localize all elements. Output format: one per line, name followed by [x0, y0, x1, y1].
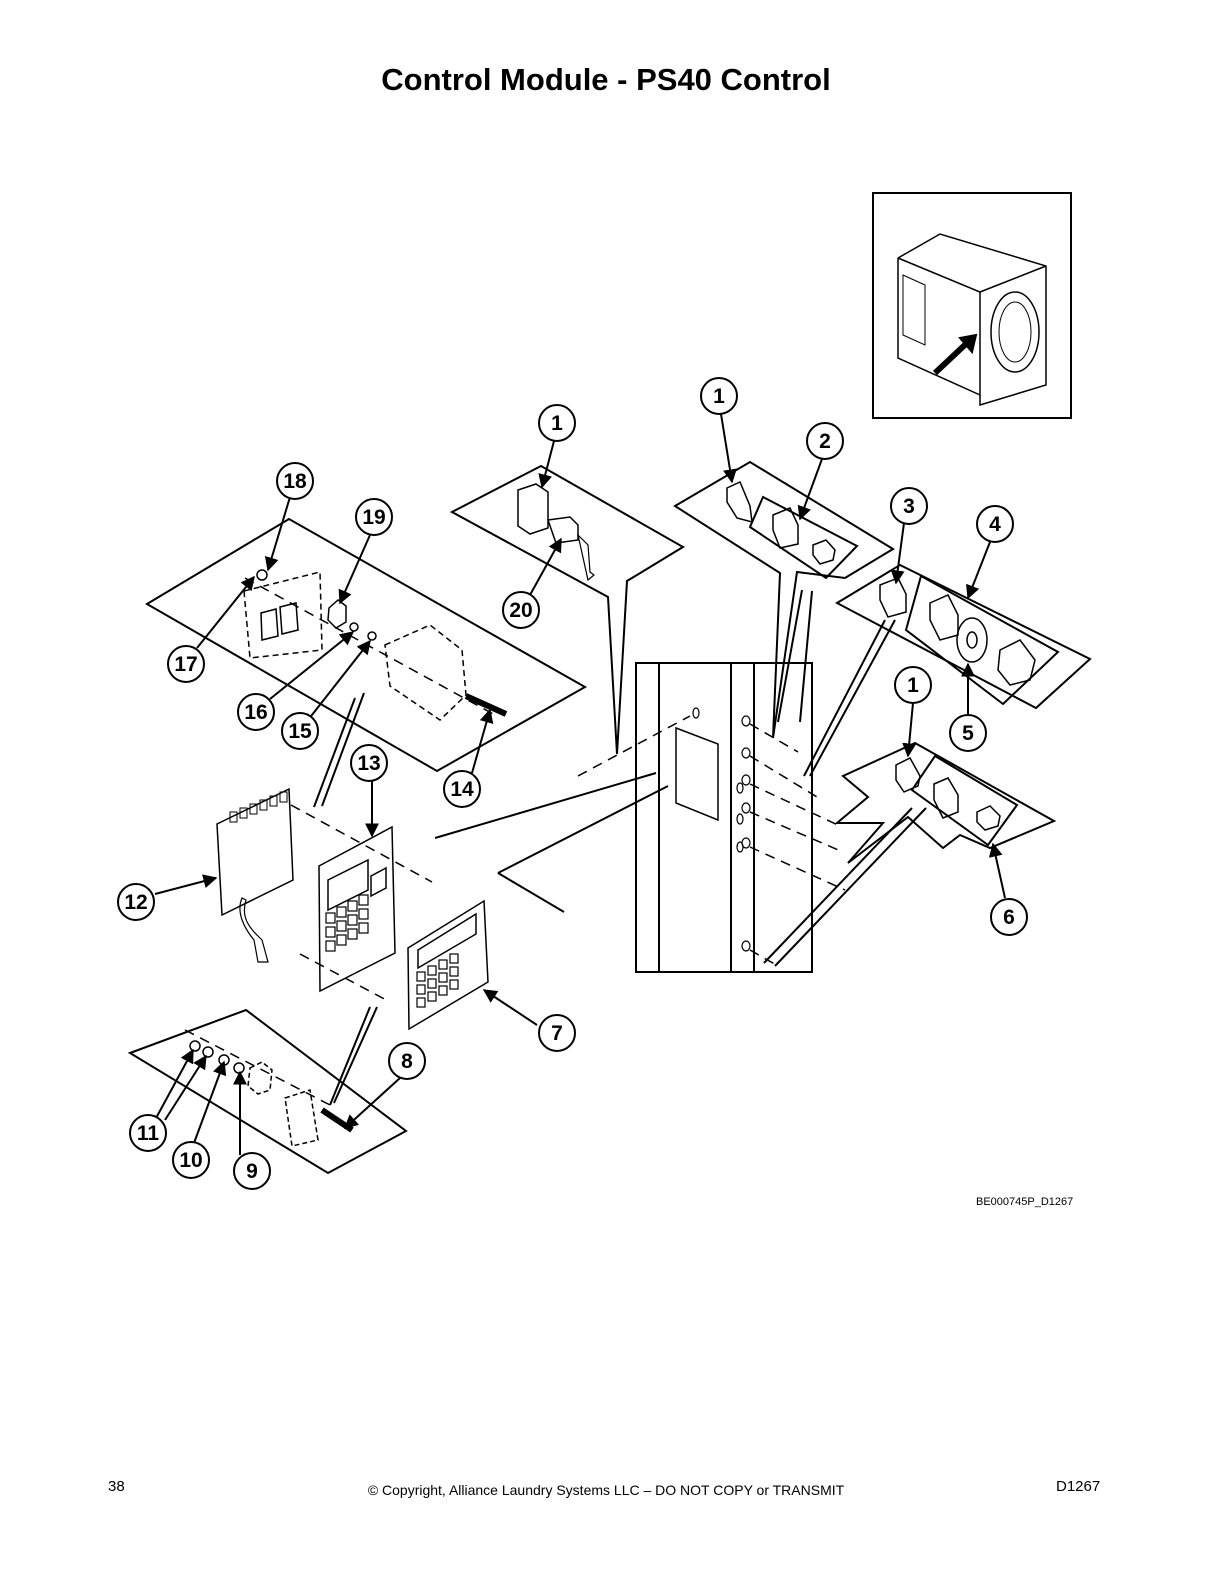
callout-19: 19	[355, 498, 393, 536]
contact-block-part	[726, 480, 859, 580]
svg-text:20: 20	[509, 599, 532, 622]
machine-inset	[872, 192, 1072, 419]
callout-12: 12	[117, 883, 155, 921]
page-title: Control Module - PS40 Control	[381, 62, 831, 97]
callout-3: 3	[890, 487, 928, 525]
copyright-notice: © Copyright, Alliance Laundry Systems LL…	[367, 1482, 845, 1498]
control-panel-frame	[635, 662, 813, 973]
callout-6: 6	[990, 898, 1028, 936]
svg-text:5: 5	[962, 722, 974, 745]
leader-lines	[434, 772, 669, 913]
svg-text:17: 17	[174, 653, 197, 676]
svg-text:9: 9	[246, 1160, 258, 1183]
page-number: 38	[108, 1478, 125, 1495]
pushbutton-frame	[673, 460, 895, 739]
emergency-stop-frame	[834, 563, 1092, 710]
callout-arrows	[154, 413, 1006, 1155]
callout-10: 10	[172, 1141, 210, 1179]
svg-text:14: 14	[450, 778, 474, 801]
callout-1: 1	[538, 404, 576, 442]
svg-text:3: 3	[903, 495, 915, 518]
pushbutton-frame-2	[834, 741, 1057, 864]
led-assembly-parts	[189, 1040, 354, 1147]
callout-17: 17	[167, 645, 205, 683]
pushbutton-part-2	[895, 754, 1019, 847]
callout-15: 15	[281, 712, 319, 750]
callout-11: 11	[129, 1114, 167, 1152]
svg-text:1: 1	[713, 385, 725, 408]
leader-lines-3	[329, 1006, 378, 1106]
svg-text:8: 8	[401, 1050, 413, 1073]
display-assembly-frame	[145, 517, 588, 773]
callout-circles: 1 1 1 2 3 4 5 6 7 8 9 10 11 12 13 14 15 …	[117, 377, 1028, 1190]
callout-5: 5	[949, 714, 987, 752]
svg-text:16: 16	[244, 701, 267, 724]
display-assembly-parts	[243, 569, 508, 721]
svg-text:11: 11	[137, 1122, 160, 1145]
svg-text:4: 4	[989, 513, 1001, 536]
keyswitch-part	[517, 483, 595, 582]
membrane-overlay-part	[318, 825, 396, 993]
callout-14: 14	[443, 770, 481, 808]
svg-text:18: 18	[283, 470, 307, 493]
leader-lines-2	[313, 692, 365, 808]
svg-text:12: 12	[124, 891, 147, 914]
diagram-reference-code: BE000745P_D1267	[976, 1196, 1074, 1208]
svg-text:1: 1	[907, 674, 919, 697]
alignment-lines	[184, 577, 846, 1106]
svg-text:1: 1	[551, 412, 563, 435]
svg-text:15: 15	[288, 720, 312, 743]
callout-1: 1	[700, 377, 738, 415]
callout-9: 9	[233, 1152, 271, 1190]
callout-13: 13	[350, 744, 388, 782]
svg-text:10: 10	[179, 1149, 202, 1172]
svg-text:19: 19	[362, 506, 385, 529]
callout-20: 20	[502, 591, 540, 629]
callout-4: 4	[976, 505, 1014, 543]
document-code: D1267	[1056, 1478, 1101, 1495]
callout-16: 16	[237, 693, 275, 731]
keypad-part	[407, 899, 489, 1031]
led-assembly-frame	[127, 1008, 408, 1175]
callout-18: 18	[276, 462, 314, 500]
callout-8: 8	[388, 1042, 426, 1080]
svg-text:7: 7	[551, 1022, 563, 1045]
callout-2: 2	[806, 422, 844, 460]
svg-text:2: 2	[819, 430, 831, 453]
callout-1: 1	[894, 666, 932, 704]
callout-7: 7	[538, 1014, 576, 1052]
keyswitch-frame	[449, 464, 685, 755]
emergency-stop-part	[879, 574, 1060, 706]
svg-text:13: 13	[357, 752, 380, 775]
svg-text:6: 6	[1003, 906, 1015, 929]
circuit-board-part	[216, 787, 294, 963]
